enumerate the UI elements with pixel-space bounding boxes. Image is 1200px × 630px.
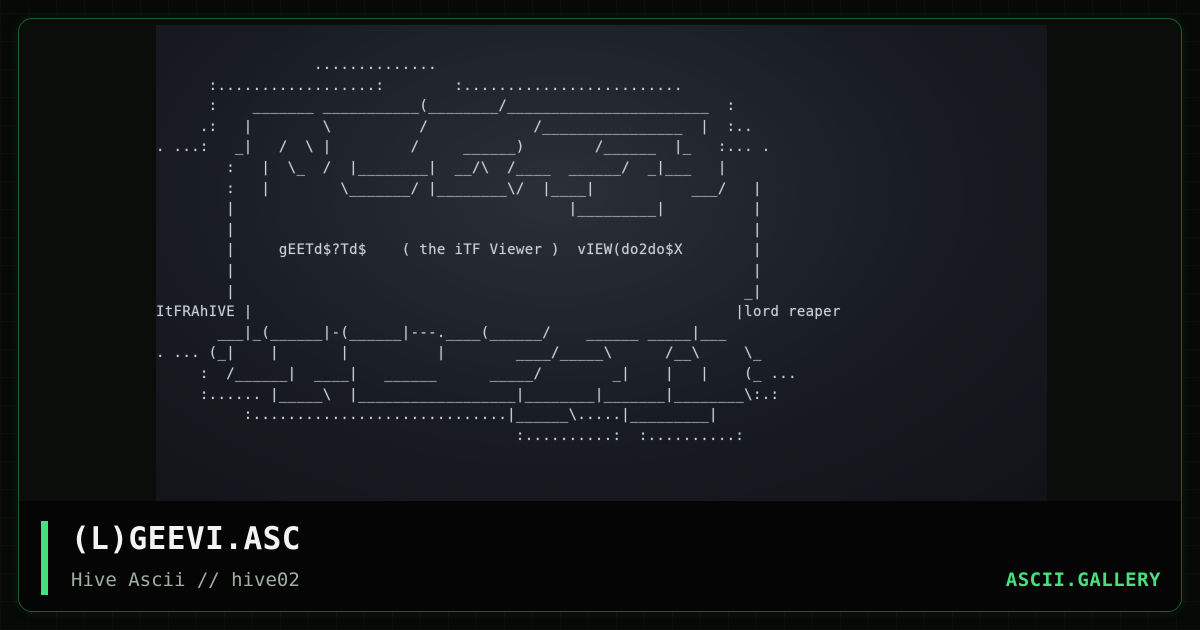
accent-bar — [41, 521, 48, 595]
card-title: (L)GEEVI.ASC — [71, 521, 301, 557]
card-subtitle: Hive Ascii // hive02 — [71, 569, 300, 591]
ascii-art: .............. :..................: :...… — [156, 57, 841, 444]
ascii-preview: .............. :..................: :...… — [156, 25, 1047, 501]
card-footer: (L)GEEVI.ASC Hive Ascii // hive02 ASCII.… — [19, 501, 1181, 611]
brand-label: ASCII.GALLERY — [1005, 569, 1161, 591]
gallery-card[interactable]: .............. :..................: :...… — [18, 18, 1182, 612]
